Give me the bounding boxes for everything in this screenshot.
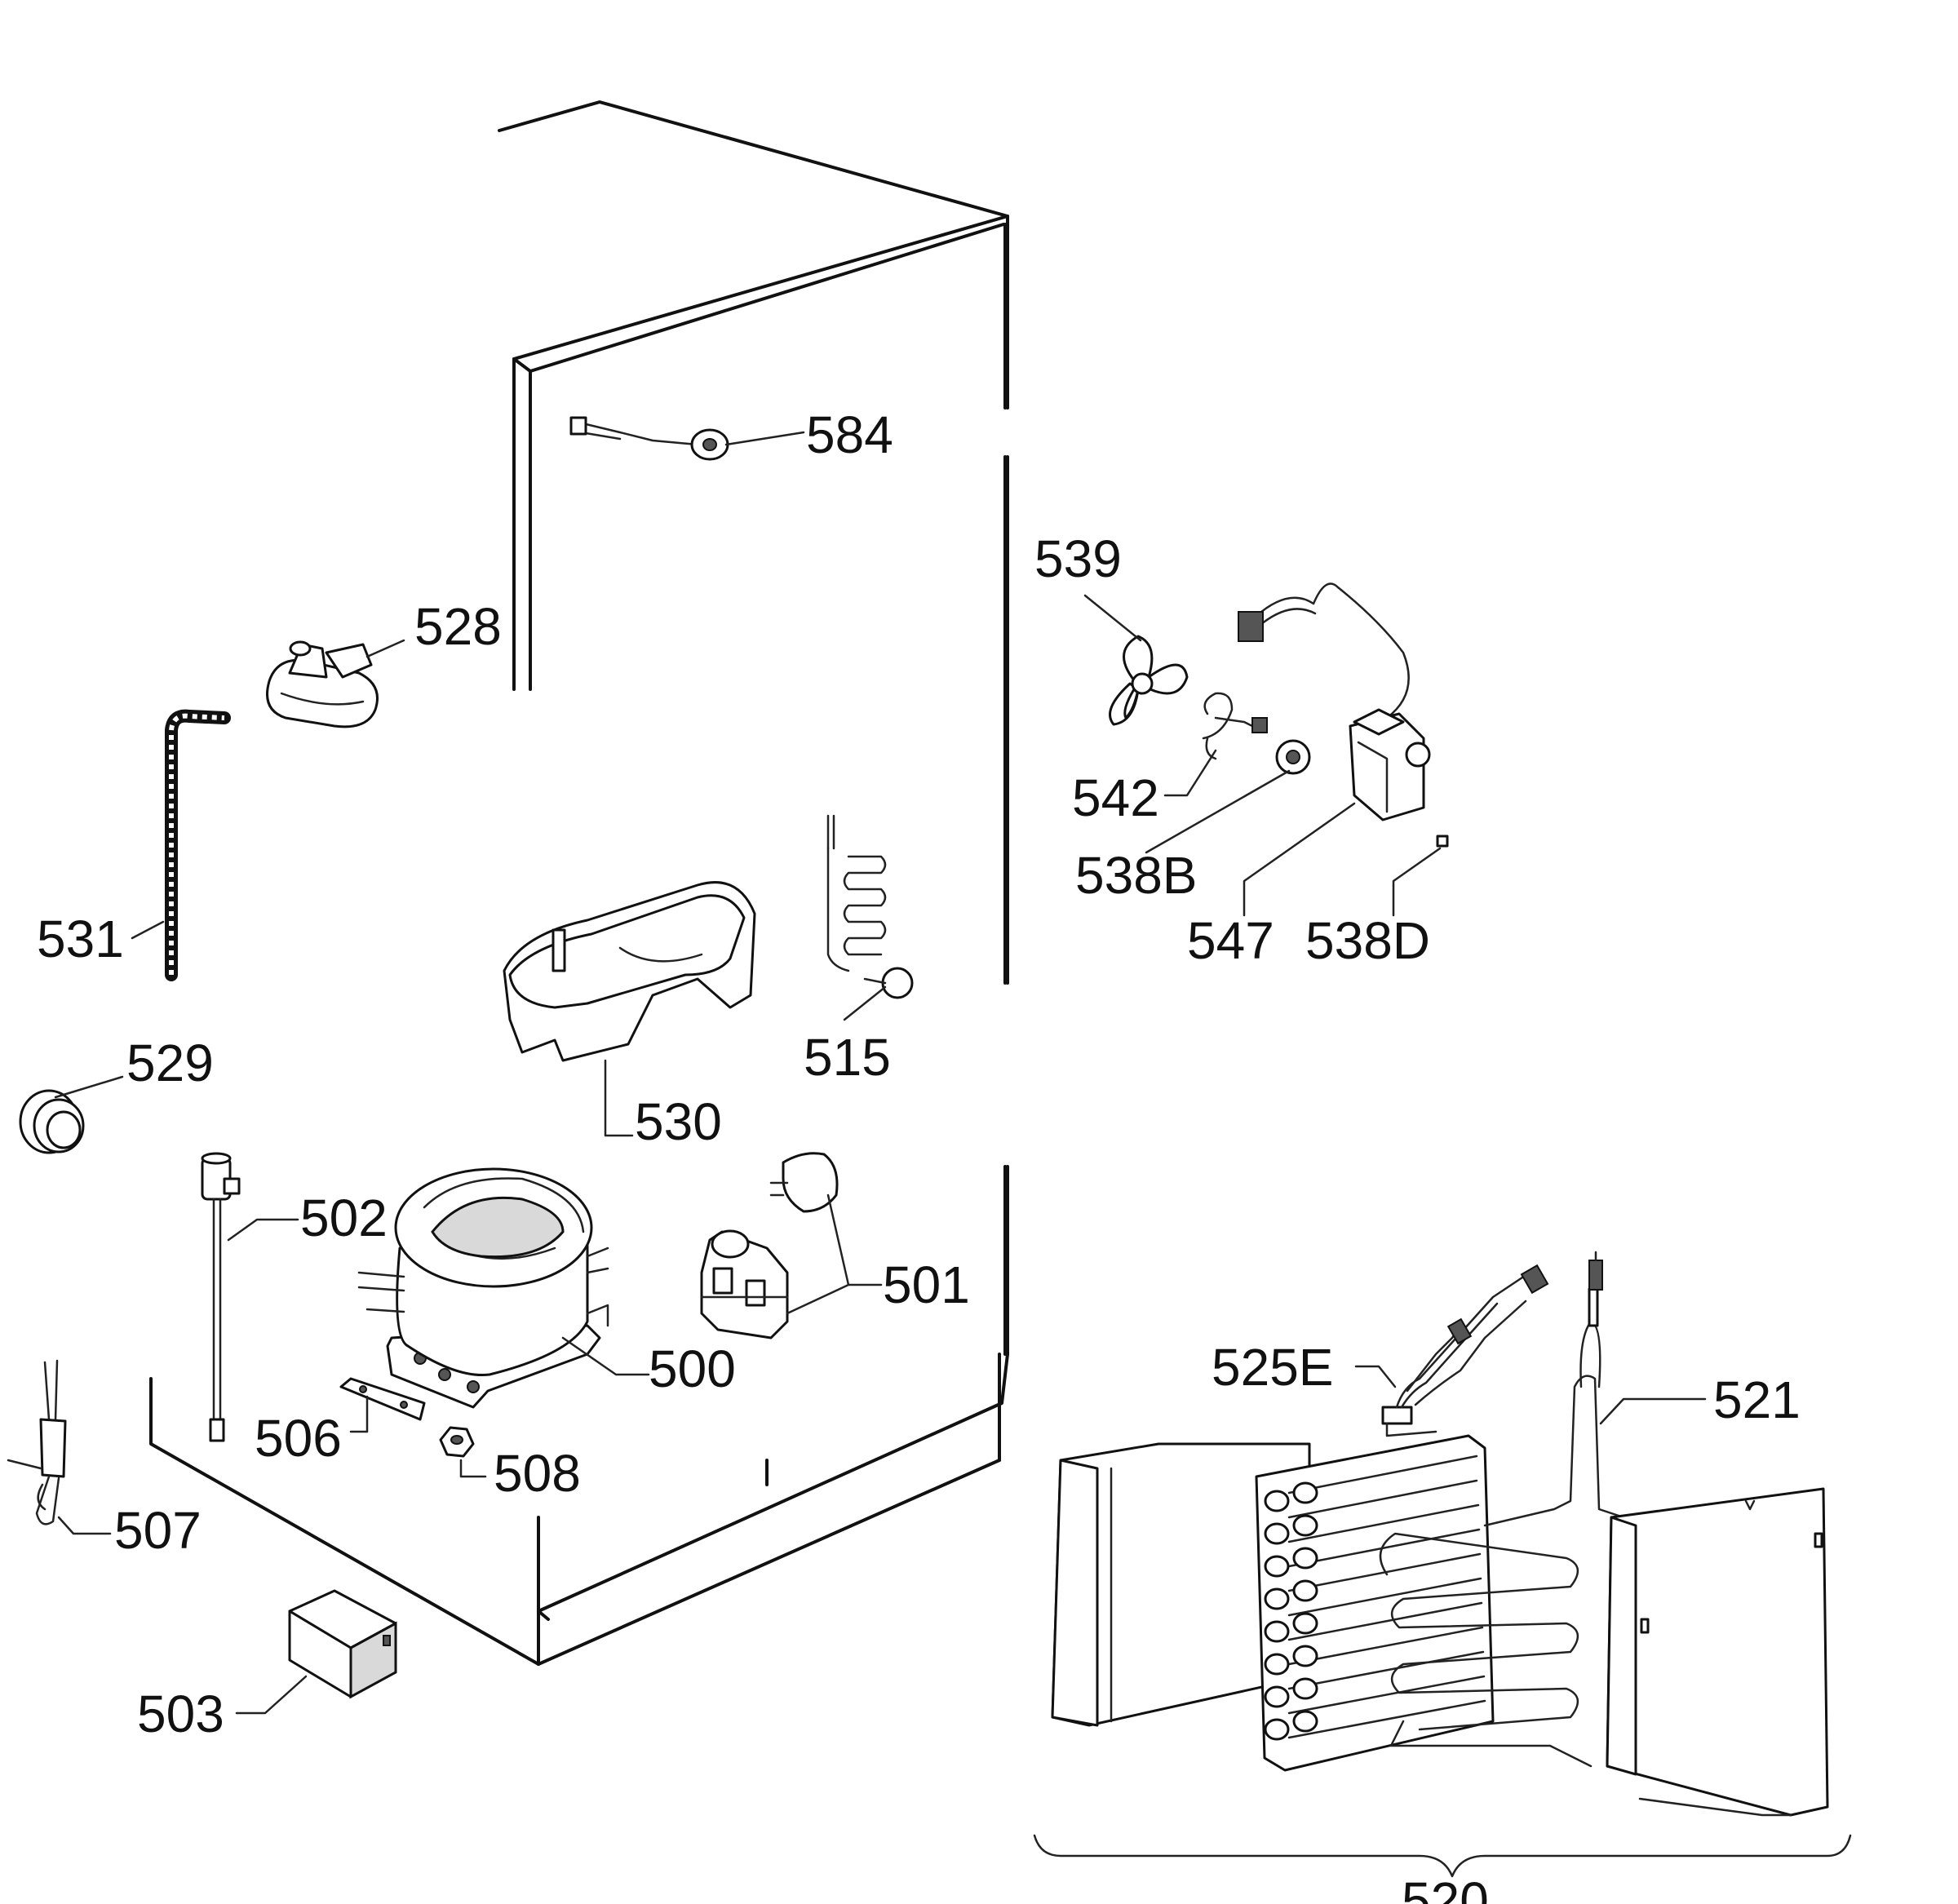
leader-500	[561, 1336, 650, 1376]
part-539-fan-blade	[1109, 635, 1189, 726]
part-538B-hub	[1275, 739, 1311, 775]
part-584-sensor	[569, 416, 729, 461]
leader-515	[843, 985, 887, 1021]
leader-508	[459, 1459, 487, 1478]
leader-531	[131, 920, 165, 940]
part-507-filter-drier	[7, 1359, 67, 1525]
leader-502	[227, 1218, 299, 1242]
label-584: 584	[806, 405, 893, 464]
label-547: 547	[1187, 911, 1274, 970]
part-503-box	[288, 1589, 397, 1699]
leader-542	[1163, 749, 1217, 797]
part-508-nut	[439, 1426, 475, 1458]
label-508: 508	[494, 1444, 581, 1503]
label-503: 503	[137, 1685, 224, 1743]
leader-528	[365, 639, 405, 658]
leader-507	[57, 1516, 112, 1535]
label-502: 502	[300, 1189, 388, 1247]
leader-538B	[1145, 769, 1291, 854]
label-501: 501	[883, 1255, 970, 1314]
leader-584	[724, 431, 805, 446]
leader-501	[786, 1193, 850, 1315]
label-525E: 525E	[1212, 1338, 1333, 1397]
leader-538D	[1392, 847, 1442, 917]
part-538D-screw	[1436, 835, 1449, 848]
leader-530	[604, 1059, 634, 1137]
label-515: 515	[804, 1028, 891, 1087]
leader-503	[235, 1675, 308, 1715]
part-501-relay-overload	[700, 1152, 839, 1339]
part-500-compressor	[357, 1167, 609, 1409]
part-531-drain-tube	[165, 709, 231, 981]
part-520-evaporator-assembly	[1051, 1251, 1829, 1817]
label-539: 539	[1034, 529, 1122, 588]
part-525E-harness	[1381, 1264, 1549, 1437]
leader-525E	[1354, 1365, 1397, 1388]
label-530: 530	[635, 1092, 722, 1151]
label-500: 500	[649, 1339, 736, 1398]
evaporator-tube-ends	[1264, 1481, 1318, 1741]
cabinet-outline	[149, 100, 1009, 1666]
part-529-grommet	[19, 1089, 85, 1154]
label-520: 520	[1402, 1871, 1489, 1904]
label-529: 529	[126, 1034, 214, 1092]
leader-529	[54, 1075, 124, 1099]
part-528-drain-fitting	[266, 640, 379, 728]
label-538D: 538D	[1305, 911, 1430, 970]
label-507: 507	[114, 1501, 202, 1560]
label-506: 506	[255, 1409, 342, 1468]
part-530-drain-tray	[503, 881, 756, 1062]
label-538B: 538B	[1075, 846, 1197, 905]
label-528: 528	[414, 597, 502, 656]
leader-539	[1083, 594, 1142, 642]
leader-547	[1243, 802, 1356, 917]
leader-506	[349, 1395, 369, 1433]
brace-520	[1033, 1834, 1852, 1878]
part-515-defrost-heater	[826, 814, 914, 999]
leader-521	[1599, 1397, 1707, 1425]
part-506-plate	[339, 1377, 426, 1421]
label-521: 521	[1713, 1370, 1801, 1429]
part-502-capacitor	[201, 1152, 241, 1442]
label-542: 542	[1072, 768, 1159, 827]
label-531: 531	[37, 910, 124, 968]
part-547-fan-motor	[1238, 582, 1431, 821]
part-542-clip	[1202, 692, 1268, 760]
